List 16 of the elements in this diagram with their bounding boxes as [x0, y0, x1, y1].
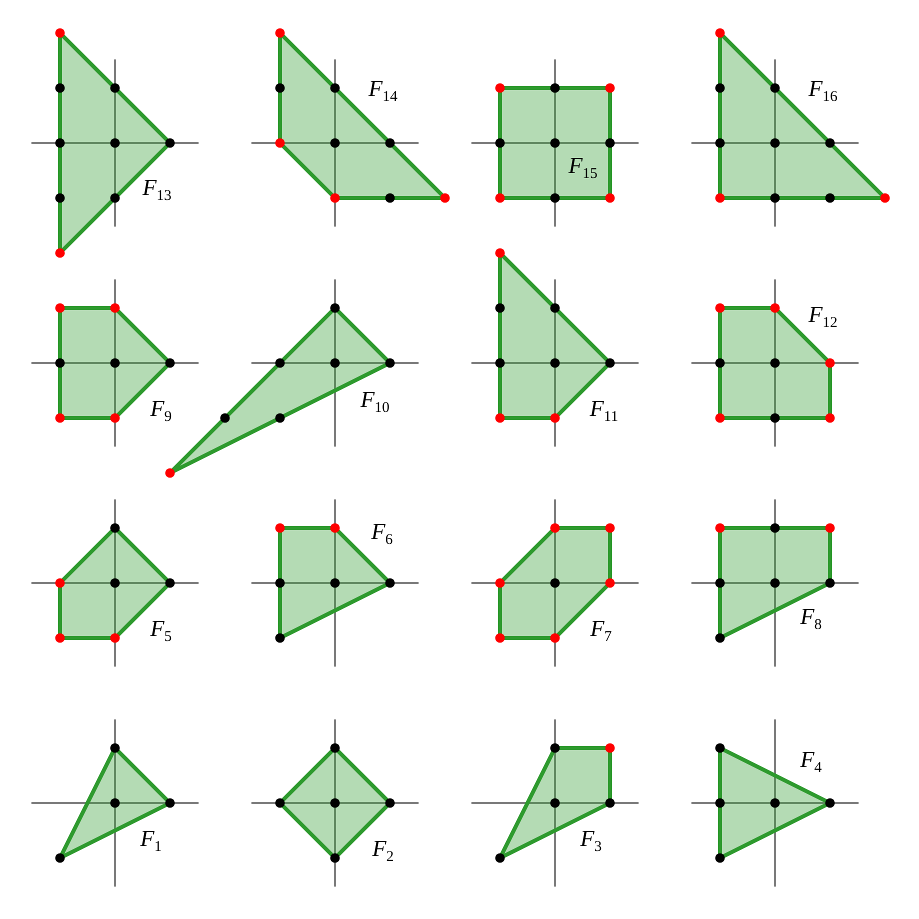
polygon-label: F$_{1}$: [140, 827, 162, 855]
polygon-label: F$_{8}$: [800, 605, 822, 633]
polygon-label: F$_{2}$: [372, 837, 394, 865]
polygon-label: F$_{15}$: [568, 154, 598, 182]
polygon-label: F$_{14}$: [368, 77, 398, 105]
polygon-label: F$_{4}$: [800, 748, 822, 776]
polygon-label: F$_{12}$: [808, 303, 838, 331]
polygon-label: F$_{16}$: [808, 77, 838, 105]
polygon-label: F$_{13}$: [142, 176, 172, 204]
polygon-label: F$_{3}$: [580, 827, 602, 855]
polygon-label: F$_{6}$: [371, 520, 393, 548]
polygon-label: F$_{7}$: [590, 617, 612, 645]
polygon-label: F$_{11}$: [590, 397, 618, 425]
polygon-label: F$_{5}$: [150, 617, 172, 645]
polygon-label: F$_{9}$: [150, 397, 172, 425]
polygon-label: F$_{10}$: [360, 388, 390, 416]
